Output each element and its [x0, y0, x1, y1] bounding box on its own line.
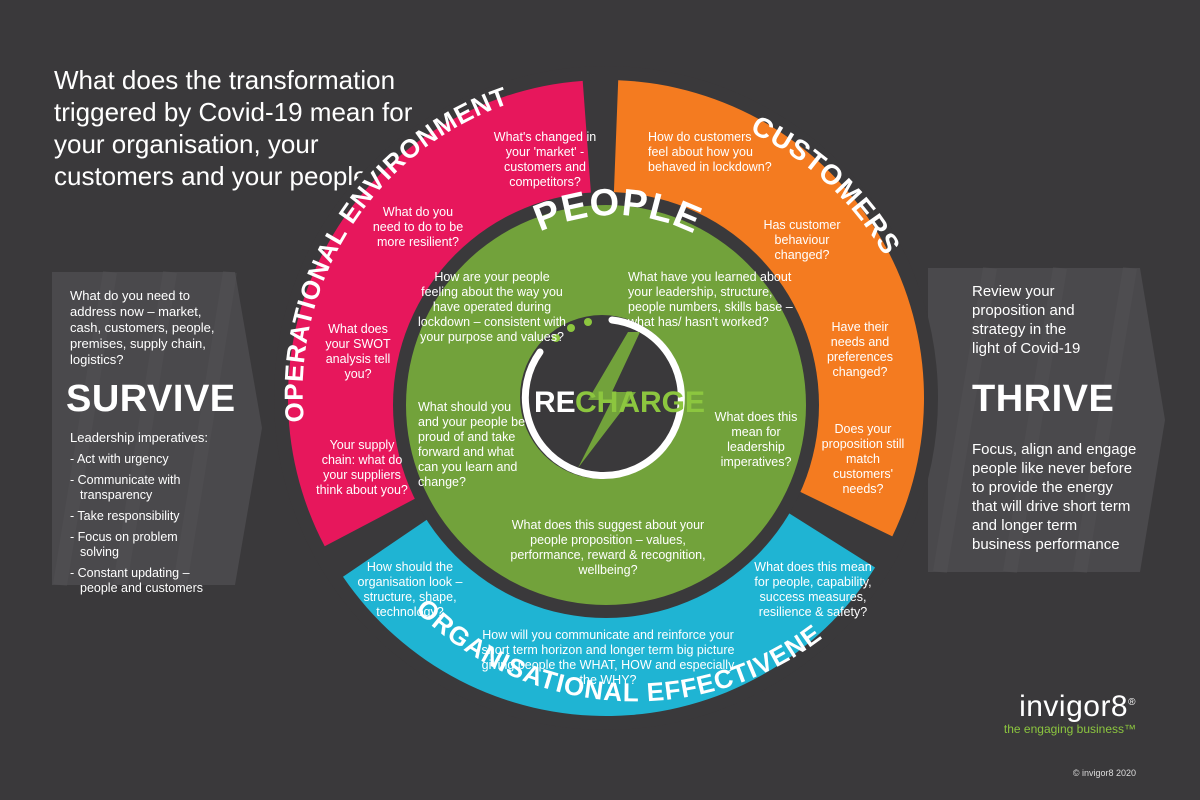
- people-question-4: What does this mean for leadership imper…: [714, 410, 798, 469]
- brand-tagline: the engaging business™: [1003, 722, 1136, 736]
- list-item: Constant updating – people and customers: [70, 566, 220, 596]
- segment-operational: [288, 80, 592, 547]
- effectiveness-question-1: How should the organisation look – struc…: [357, 560, 463, 619]
- brand-name: invigor8: [1019, 690, 1129, 723]
- customers-question-1: How do customers feel about how you beha…: [648, 130, 772, 174]
- effectiveness-question-3: What does this mean for people, capabili…: [754, 560, 872, 619]
- list-item: Take responsibility: [70, 509, 220, 524]
- lightning-icon: [578, 332, 640, 468]
- thrive-arrow-stripes: [933, 266, 1137, 574]
- segment-customers: [613, 80, 924, 537]
- brand-logo: invigor8® the engaging business™: [1004, 690, 1136, 736]
- people-question-3: What should you and your people be proud…: [418, 400, 526, 489]
- thrive-arrow: [928, 268, 1165, 572]
- customers-question-2: Has customer behaviour changed?: [763, 218, 841, 262]
- list-item: Focus on problem solving: [70, 530, 220, 560]
- copyright: © invigor8 2020: [1072, 768, 1136, 778]
- recharge-dot-2: [567, 324, 575, 332]
- recharge-ring: [521, 316, 685, 479]
- operational-question-1: What's changed in your 'market' - custom…: [493, 130, 597, 189]
- thrive-body: Focus, align and engage people like neve…: [972, 441, 1137, 553]
- people-question-5: What does this suggest about your people…: [510, 518, 706, 577]
- recharge-dot-1: [584, 318, 592, 326]
- people-question-1: How are your people feeling about the wa…: [418, 270, 566, 344]
- people-question-2: What have you learned about your leaders…: [628, 270, 793, 329]
- recharge-dot-3: [552, 334, 560, 342]
- page-title: What does the transformation triggered b…: [54, 65, 413, 191]
- list-item: Communicate with transparency: [70, 473, 220, 503]
- recharge-re: RE: [534, 386, 576, 419]
- survive-arrow: [52, 272, 262, 585]
- operational-question-3: What does your SWOT analysis tell you?: [325, 322, 391, 381]
- survive-subheading: Leadership imperatives:: [70, 430, 209, 445]
- recharge-charge: CHARGE: [575, 386, 705, 419]
- effectiveness-question-2: How will you communicate and reinforce y…: [481, 628, 735, 687]
- survive-heading: SURVIVE: [66, 378, 236, 420]
- list-item: Act with urgency: [70, 452, 220, 467]
- operational-question-2: What do you need to do to be more resili…: [372, 205, 464, 249]
- survive-question: What do you need to address now – market…: [70, 288, 215, 367]
- customers-question-4: Does your proposition still match custom…: [821, 422, 905, 496]
- thrive-intro: Review your proposition and strategy in …: [972, 283, 1081, 357]
- operational-question-4: Your supply chain: what do your supplier…: [316, 438, 408, 497]
- thrive-heading: THRIVE: [972, 378, 1115, 420]
- brand-reg: ®: [1128, 697, 1136, 708]
- customers-question-3: Have their needs and preferences changed…: [826, 320, 893, 379]
- imperatives-list: Act with urgency Communicate with transp…: [70, 452, 220, 602]
